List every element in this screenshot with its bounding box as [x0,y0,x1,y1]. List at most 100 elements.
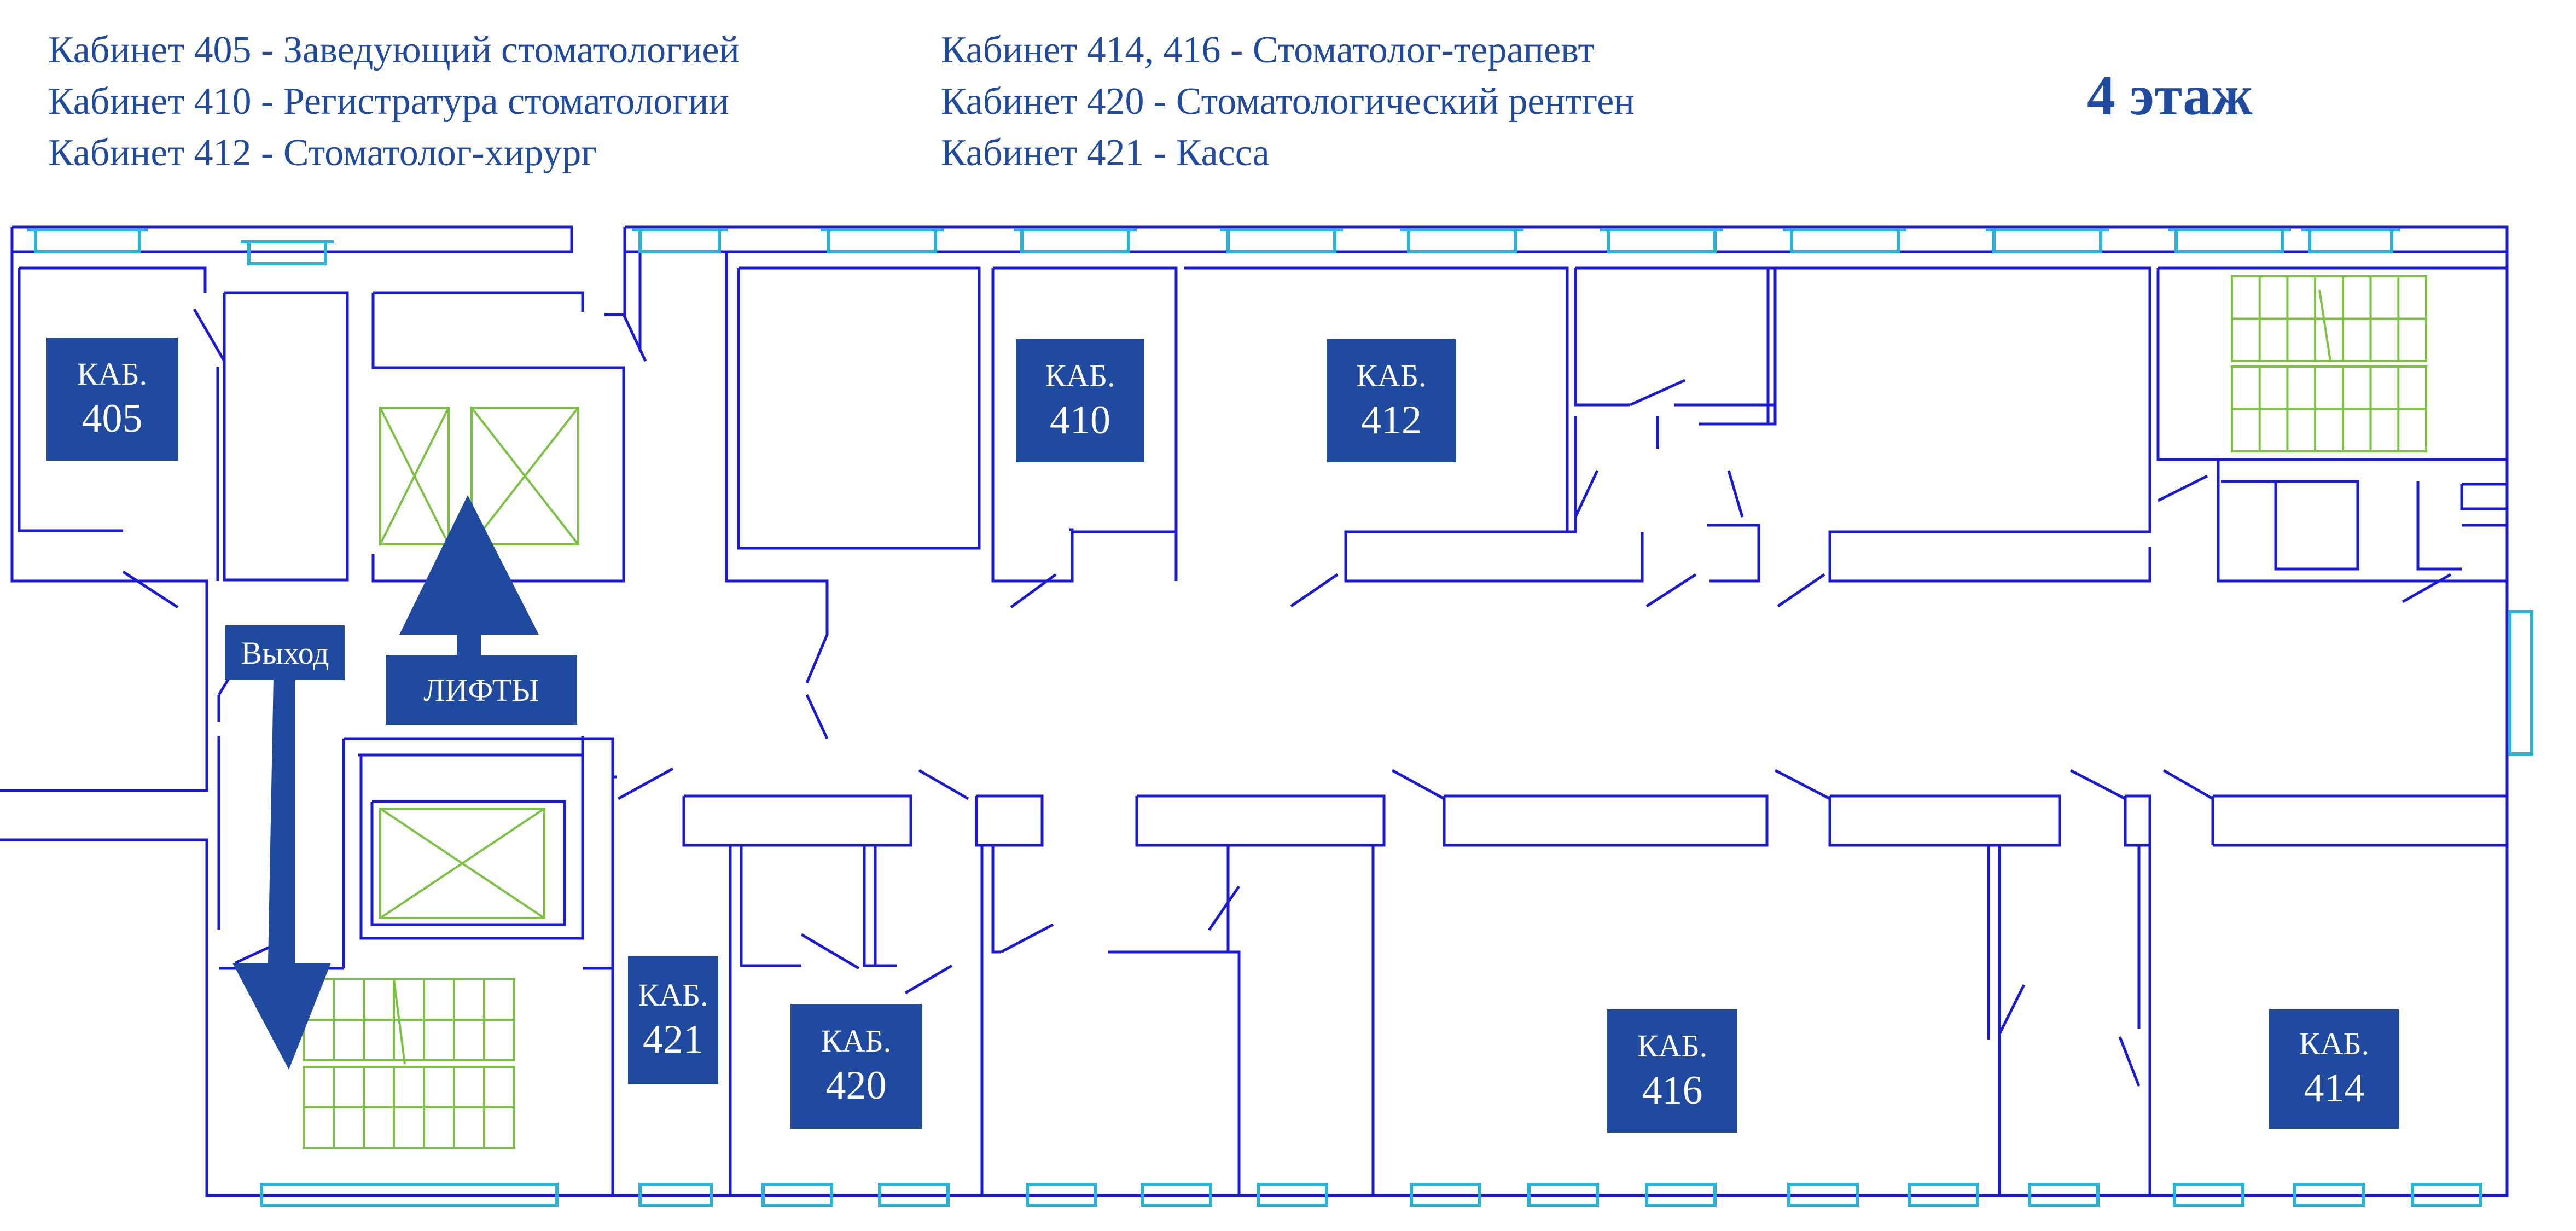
door [622,313,647,362]
window [878,1183,950,1207]
wall [344,737,617,779]
door [2162,769,2214,800]
window [34,228,141,253]
wall [740,845,801,967]
wall [604,252,626,316]
door [2069,769,2126,800]
wall [1707,524,1760,583]
door [800,933,860,970]
window [1226,228,1336,253]
wall [975,794,1044,847]
stair-break [393,979,406,1065]
wall [991,268,1074,583]
wall [1108,950,1241,1195]
badge-room-416: КАБ. 416 [1607,1009,1737,1133]
legend-item-412: Кабинет 412 - Стоматолог-хирург [48,132,597,174]
wall [18,268,123,532]
door [1777,573,1825,608]
exit-label: Выход [225,625,345,680]
wall [2416,481,2462,571]
wall [358,753,584,940]
window [2174,228,2284,253]
window [638,1183,713,1207]
door [1629,379,1686,407]
wall [1828,794,2061,847]
elevators-label: ЛИФТЫ [386,655,577,725]
window [1410,1183,1481,1207]
elevator-shaft [379,407,450,545]
wall [2221,480,2359,571]
legend-column-1: Кабинет 405 - Заведующий стоматологией К… [48,25,740,179]
wall [2156,268,2507,461]
window [638,228,721,253]
window [2293,1183,2365,1207]
badge-room-421: КАБ. 421 [628,956,718,1084]
legend-item-414-416: Кабинет 414, 416 - Стоматолог-терапевт [941,29,1595,71]
wall [725,252,829,635]
exit-arrow [232,676,331,1070]
badge-number: 420 [825,1063,887,1108]
badge-number: 416 [1642,1067,1703,1113]
door [2157,474,2208,502]
wall [1567,416,1577,533]
window [1407,228,1517,253]
wall [1184,266,1644,583]
window [1527,1183,1599,1207]
wall-outer [0,227,208,792]
badge-room-420: КАБ. 420 [790,1004,922,1129]
badge-number: 410 [1050,397,1110,443]
badge-label: КАБ. [821,1023,892,1059]
elevator-cross [379,407,450,545]
door [1010,573,1057,609]
badge-label: КАБ. [1045,357,1115,393]
elevator-shaft [379,808,545,919]
badge-label: КАБ. [1356,357,1427,393]
wall [1768,266,2151,583]
wall [371,293,625,583]
legend-item-410: Кабинет 410 - Регистратура стоматологии [48,80,729,123]
wall [1443,794,1769,847]
door [1000,923,1054,954]
badge-number: 414 [2304,1066,2365,1111]
wall [19,266,207,293]
window [1607,228,1717,253]
elevator-shafts [379,407,579,919]
elevator-cross [379,808,545,919]
badge-label: КАБ. [1637,1027,1708,1064]
wall [2124,794,2151,847]
door [918,769,969,800]
wall [1135,794,1386,847]
door [193,308,226,362]
door [1774,769,1831,800]
badge-room-414: КАБ. 414 [2269,1009,2399,1129]
window [2411,1183,2482,1207]
floor-title: 4 этаж [2087,64,2253,127]
wall [863,845,897,967]
wall [373,291,584,312]
door [1391,769,1445,800]
window [1257,1183,1328,1207]
window [1787,1183,1859,1207]
door [904,964,953,995]
window [1026,1183,1097,1207]
badge-label: КАБ. [2299,1026,2370,1061]
wall [1575,266,1777,426]
door [1574,469,1599,518]
window [260,1183,559,1207]
window [1992,228,2102,253]
staircases [303,275,2427,1149]
wall-outer [0,225,2509,1197]
wall [682,794,912,847]
wall [991,845,1001,954]
window [1141,1183,1212,1207]
badge-room-410: КАБ. 410 [1016,339,1144,462]
legend-item-420: Кабинет 420 - Стоматологический рентген [941,80,1635,123]
badge-number: 412 [1361,397,1422,443]
windows [27,228,2533,1207]
wall [1574,268,1630,407]
window [1908,1183,1979,1207]
wall [2460,483,2509,510]
window [1645,1183,1717,1207]
